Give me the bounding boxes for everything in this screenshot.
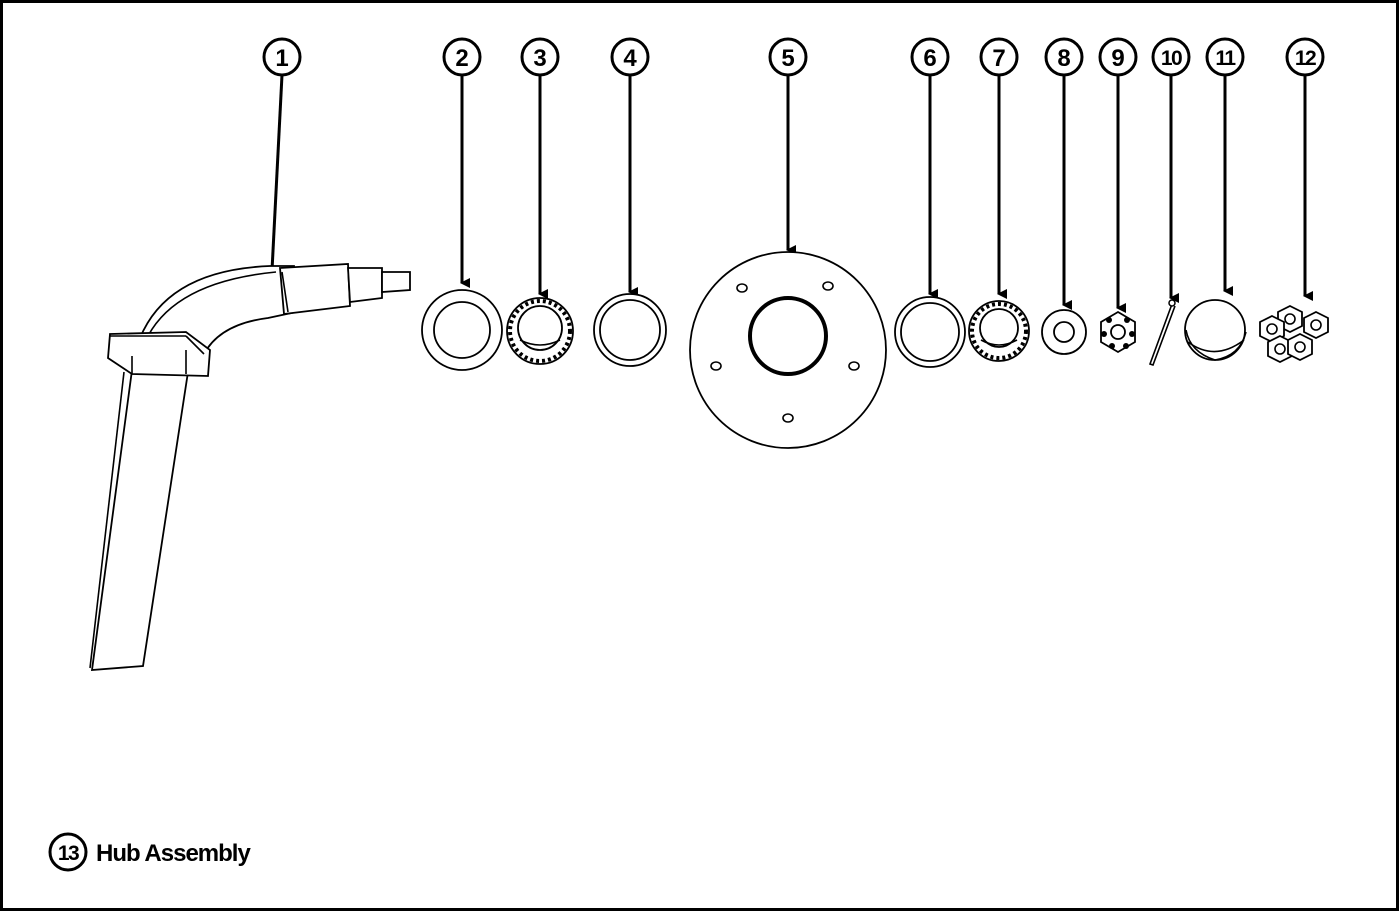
bearing-icon <box>506 297 574 365</box>
hub-icon <box>689 251 887 449</box>
dust-cap-icon <box>1184 299 1247 361</box>
title-text: Hub Assembly <box>96 840 251 867</box>
castle-nut-icon <box>1100 310 1136 354</box>
callout-1-label: 1 <box>275 45 288 72</box>
callout-1: 1 <box>262 37 302 296</box>
title-number: 13 <box>58 842 79 865</box>
washer-icon <box>1041 309 1087 355</box>
callout-12-label: 12 <box>1295 47 1316 70</box>
callout-6: 6 <box>910 37 950 299</box>
callout-8-label: 8 <box>1057 45 1070 72</box>
figure-title: 13 Hub Assembly <box>48 832 252 872</box>
race-icon <box>593 293 667 367</box>
seal-icon <box>421 289 503 371</box>
callout-5: 5 <box>768 37 808 255</box>
callout-6-label: 6 <box>923 45 936 72</box>
bearing-icon <box>968 300 1030 362</box>
callout-2-label: 2 <box>455 45 468 72</box>
callout-12: 12 <box>1285 37 1325 301</box>
spindle-icon <box>89 263 411 671</box>
cotter-pin-icon <box>1148 299 1176 367</box>
lug-nuts-icon <box>1259 304 1329 364</box>
callout-9: 9 <box>1098 37 1138 313</box>
callout-5-label: 5 <box>781 45 794 72</box>
callout-4-label: 4 <box>623 45 637 72</box>
callout-3-label: 3 <box>533 45 546 72</box>
callout-9-label: 9 <box>1111 45 1124 72</box>
callout-4: 4 <box>610 37 650 297</box>
callout-10-label: 10 <box>1161 47 1182 70</box>
callout-10: 10 <box>1151 37 1191 303</box>
race-icon <box>894 296 966 368</box>
callout-2: 2 <box>442 37 482 288</box>
callout-7-label: 7 <box>992 45 1005 72</box>
callout-8: 8 <box>1044 37 1084 310</box>
callout-11: 11 <box>1205 37 1245 296</box>
callout-3: 3 <box>520 37 560 299</box>
callout-11-label: 11 <box>1215 47 1236 70</box>
callout-7: 7 <box>979 37 1019 299</box>
